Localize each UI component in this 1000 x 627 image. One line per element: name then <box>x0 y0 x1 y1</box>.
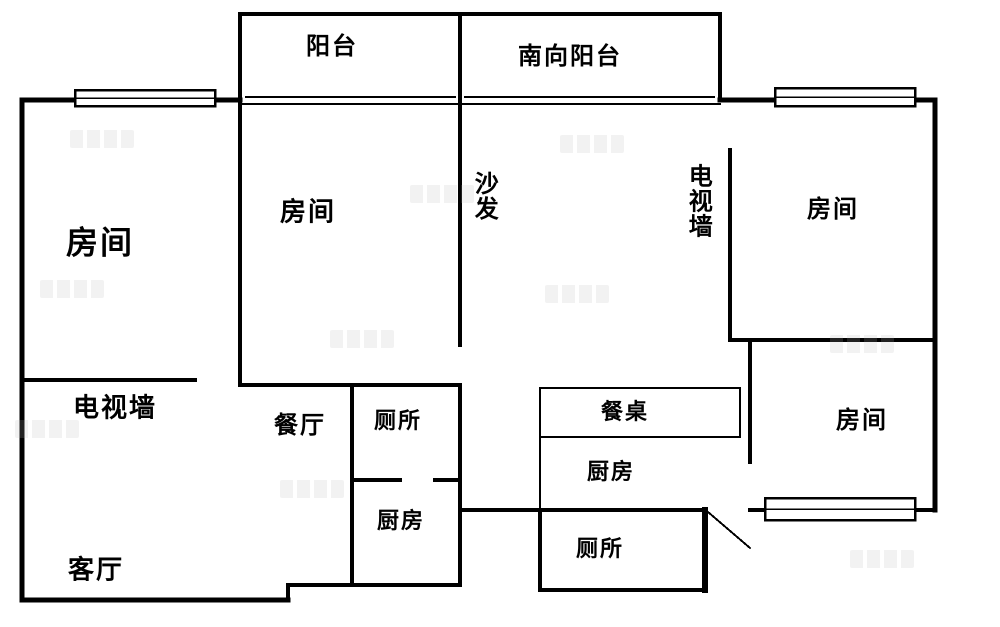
label-balcony: 阳台 <box>306 32 358 60</box>
label-tv-wall-right: 电视墙 <box>684 163 712 239</box>
label-tv-wall-left: 电视墙 <box>72 392 158 423</box>
door-leaf-line <box>706 510 752 550</box>
label-kitchen-right: 厨房 <box>586 458 636 484</box>
windows <box>73 86 917 522</box>
label-bedroom-right-bottom: 房间 <box>836 406 888 434</box>
label-sofa: 沙发 <box>470 171 498 221</box>
label-living-room: 客厅 <box>67 554 125 585</box>
dining-table-outline <box>539 387 741 438</box>
walls <box>19 12 938 603</box>
label-dining-room: 餐厅 <box>274 411 326 439</box>
label-toilet-bottom: 厕所 <box>575 535 625 561</box>
label-bedroom-left: 房间 <box>65 224 135 261</box>
label-toilet-middle: 厕所 <box>373 407 423 433</box>
label-kitchen-middle: 厨房 <box>376 507 426 533</box>
label-south-balcony: 南向阳台 <box>518 42 622 70</box>
label-bedroom-right-top: 房间 <box>807 195 859 223</box>
label-bedroom-middle: 房间 <box>279 196 337 227</box>
label-dining-table: 餐桌 <box>600 398 650 424</box>
